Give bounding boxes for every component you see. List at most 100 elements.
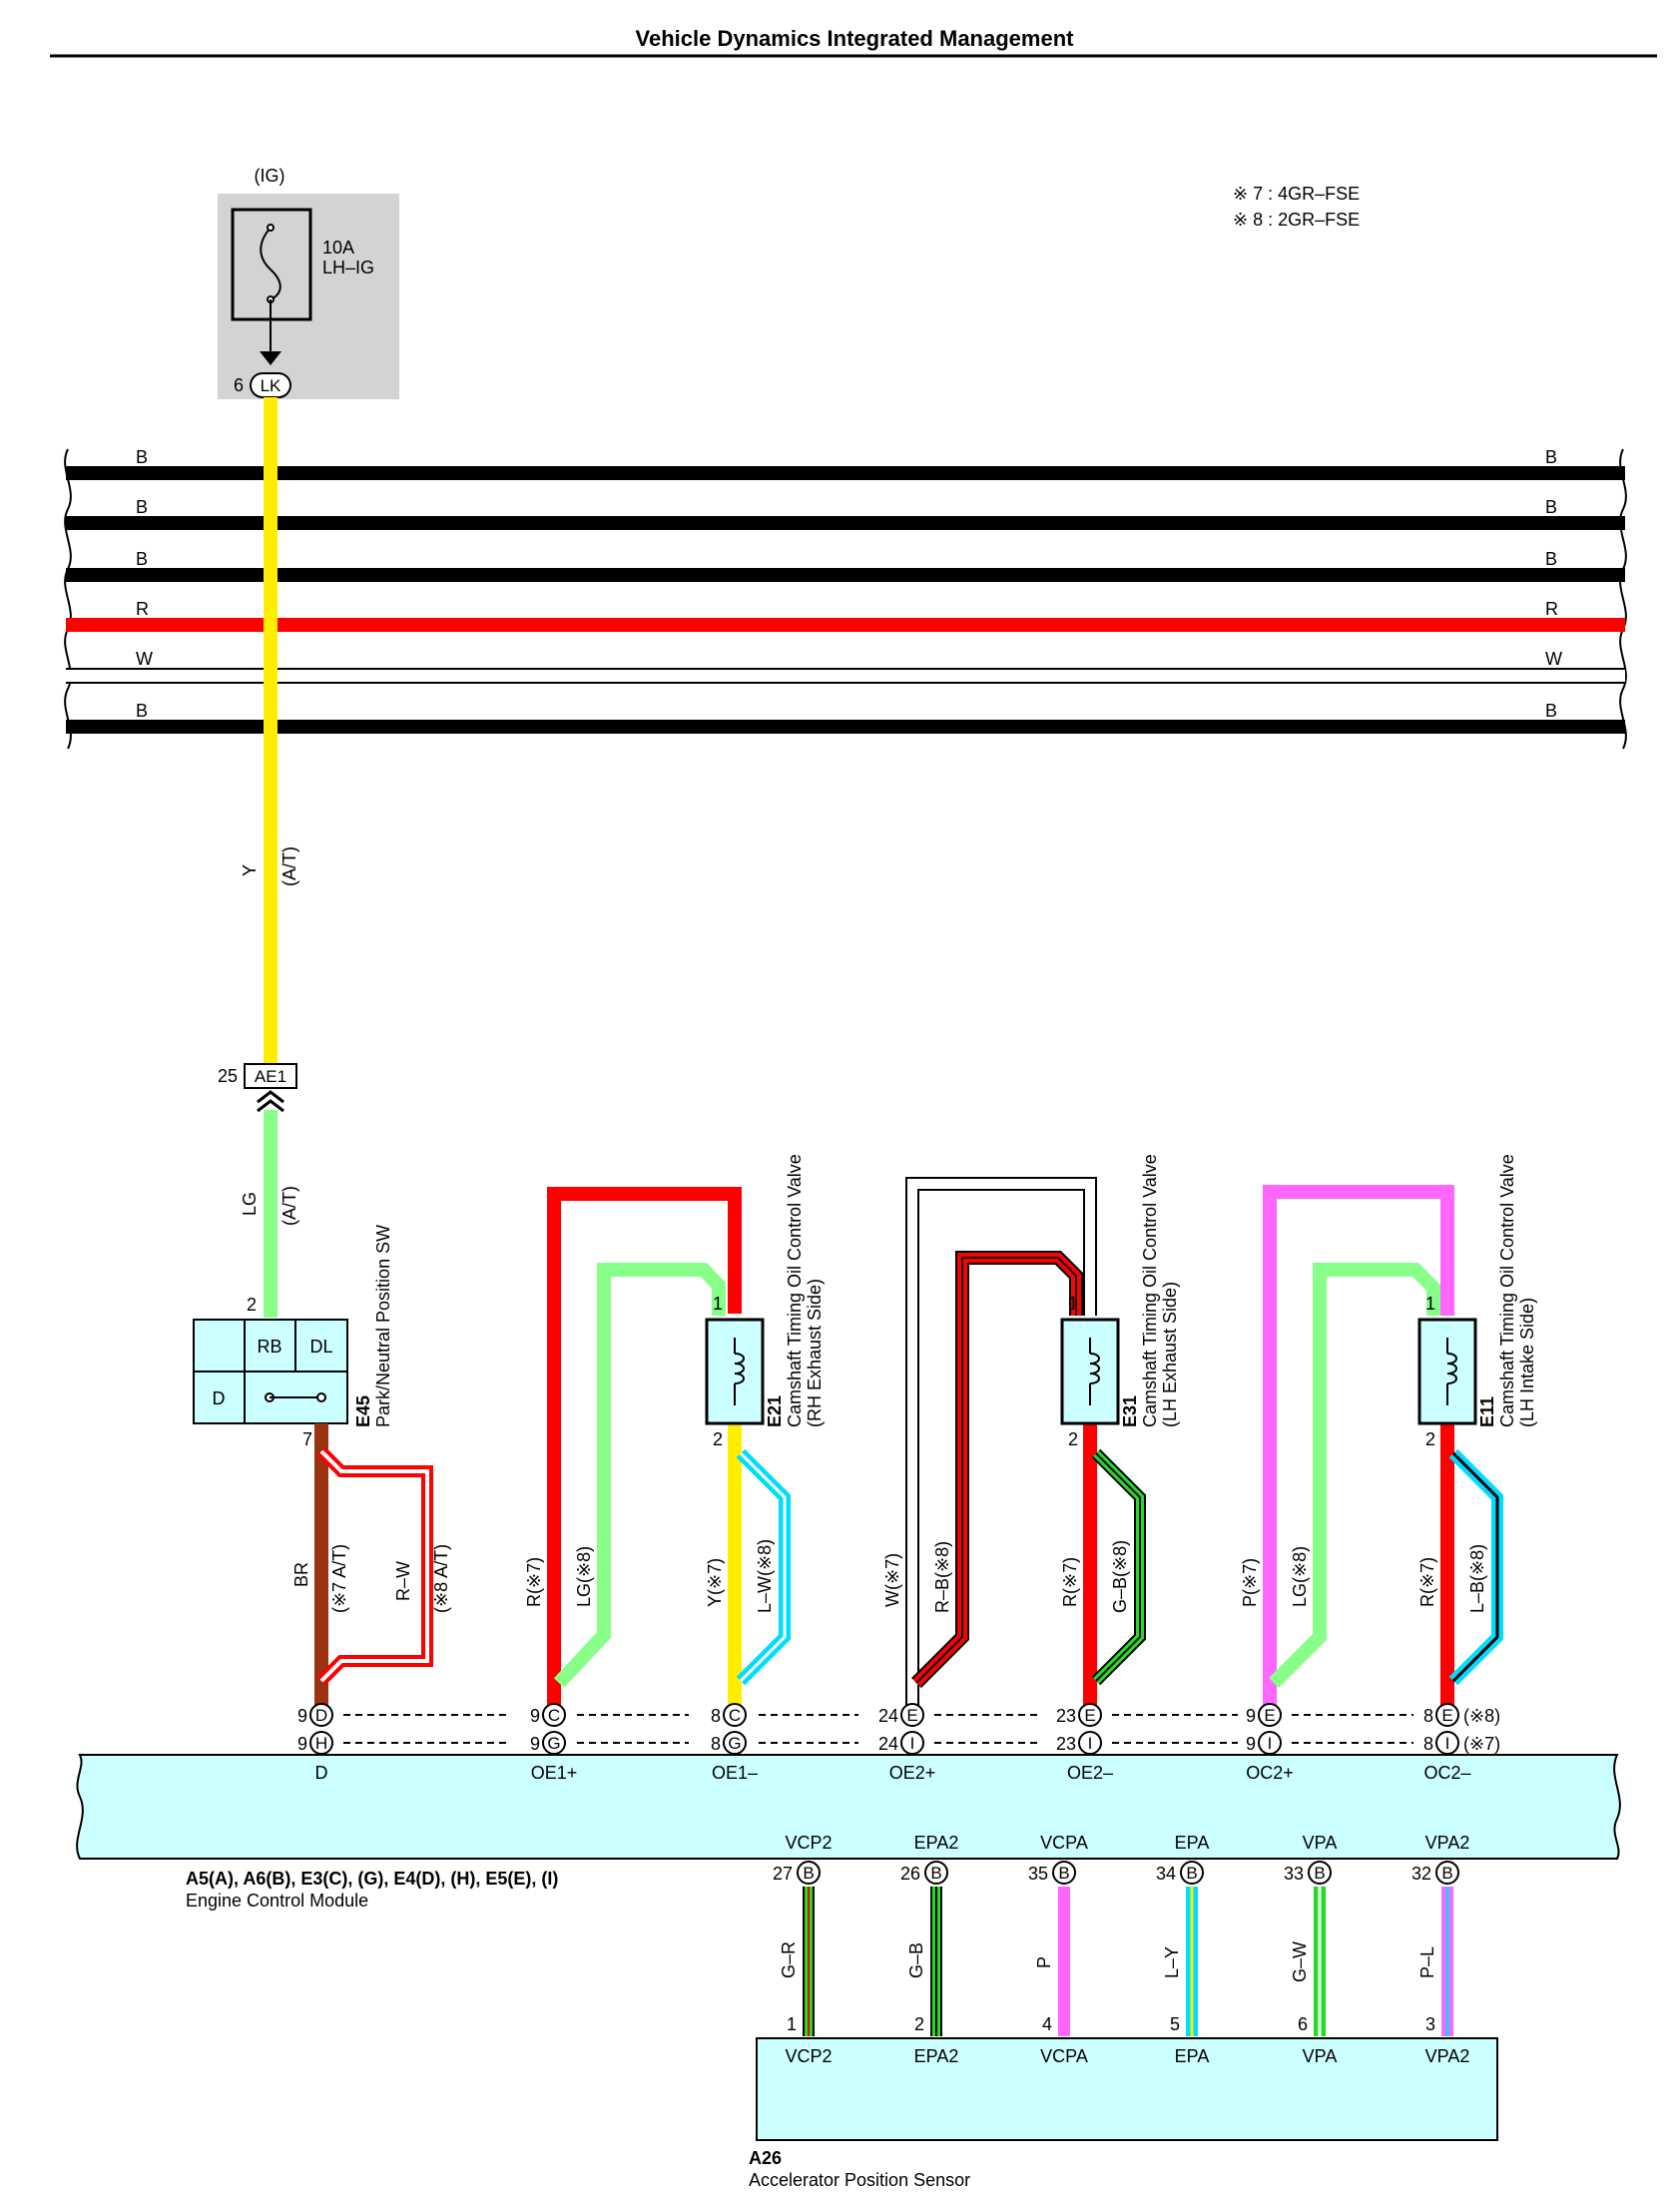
wire-label: Y(※7): [705, 1558, 725, 1607]
ecm-pin: 8 G: [711, 1731, 747, 1755]
ecm-pin-row2-note: (※7): [1463, 1734, 1500, 1754]
br-wire-note: (※7 A/T): [329, 1544, 349, 1613]
coil-icon: [734, 1353, 745, 1384]
ecm-pin: 8 C: [711, 1703, 747, 1727]
ocv-e21-code: E21: [765, 1395, 785, 1427]
ecm-pin: 24 E: [878, 1703, 924, 1727]
ecm-pin: 23 I: [1056, 1731, 1102, 1755]
pin-connector: B: [1314, 1864, 1325, 1883]
pin-number: 9: [1246, 1734, 1256, 1754]
wire-label: L–Y: [1162, 1946, 1182, 1978]
ecm-pin: 9 D: [297, 1703, 333, 1727]
wire-label: R(※7): [1417, 1557, 1437, 1607]
wire-label: LG(※8): [574, 1546, 594, 1607]
pin-number: 8: [711, 1706, 721, 1726]
ecm-terminal-label: OC2+: [1246, 1763, 1294, 1783]
pin-number: 24: [878, 1734, 898, 1754]
aps-terminal: EPA: [1175, 2046, 1210, 2066]
note-8: ※ 8 : 2GR–FSE: [1233, 210, 1360, 230]
ocv-e11-side: (LH Intake Side): [1517, 1298, 1537, 1427]
ecm-pin: 35 B: [1028, 1861, 1076, 1885]
pin-number: 2: [914, 2014, 924, 2034]
wire-label: R–B(※8): [932, 1541, 952, 1613]
ecm-terminal-label: OE1+: [531, 1763, 578, 1783]
pin-number: 24: [878, 1706, 898, 1726]
connector-lk-pin: 6: [234, 375, 244, 395]
ecm-aps-terminal: EPA2: [914, 1833, 959, 1853]
bus-wire-3-label-right: B: [1545, 549, 1557, 569]
ecm-terminal-label: OC2–: [1423, 1763, 1470, 1783]
ocv-e21-pin2: 2: [713, 1429, 723, 1449]
pn-switch: 2 RB DL D 7 E45 Park/Neutral Position SW: [193, 1225, 393, 1449]
aps-wire-labels: G–R G–B P L–Y G–W P–L 1 2 4 5 6 3: [779, 1941, 1437, 2034]
ecm-pin: 23 E: [1056, 1703, 1102, 1727]
pin-number: 5: [1170, 2014, 1180, 2034]
pin-connector: C: [548, 1706, 560, 1725]
ocv-e21: 1 2 E21 Camshaft Timing Oil Control Valv…: [705, 1154, 825, 1449]
lg-wire-note: (A/T): [280, 1186, 299, 1226]
connector-lk-label: LK: [261, 376, 281, 395]
bus-wire-1-label-right: B: [1545, 447, 1557, 467]
coil-icon: [1446, 1353, 1457, 1384]
pin-connector: H: [315, 1734, 327, 1753]
ecm-pin-row1: 9 D 9 C 8 C 24 E 23 E 9 E: [297, 1703, 1500, 1727]
arrow-down-icon: [260, 351, 281, 365]
pin-connector: B: [1441, 1864, 1452, 1883]
pin-number: 34: [1156, 1864, 1176, 1884]
aps-terminal: VPA2: [1425, 2046, 1470, 2066]
lg-wire-color: LG: [240, 1192, 260, 1216]
feed-wire-note: (A/T): [280, 846, 299, 886]
aps-body: [756, 2037, 1498, 2141]
ecm-pin: 9 G: [530, 1731, 566, 1755]
pin-number: 9: [297, 1706, 307, 1726]
bus-right-break: [1619, 448, 1627, 750]
junction-pin: 25: [218, 1066, 238, 1086]
ocv-e31-name: Camshaft Timing Oil Control Valve: [1140, 1154, 1160, 1427]
pin-number: 8: [1423, 1706, 1433, 1726]
pin-number: 33: [1284, 1864, 1304, 1884]
bus-wire-2-label-right: B: [1545, 497, 1557, 517]
pin-number: 9: [530, 1734, 540, 1754]
ocv-e21-wiring: [547, 1187, 791, 1709]
ecm-pin: 9 I: [1246, 1731, 1282, 1755]
ecm-aps-terminal: VPA2: [1425, 1833, 1470, 1853]
pn-cell-dl: DL: [309, 1337, 332, 1357]
ocv-e31-pin1: 1: [1068, 1294, 1078, 1314]
wire-label: G–B(※8): [1110, 1540, 1130, 1613]
bus-wire-4-label-left: R: [136, 599, 149, 619]
ecm-pin: 33 B: [1284, 1861, 1332, 1885]
ecm-pin: 9 C: [530, 1703, 566, 1727]
page-title: Vehicle Dynamics Integrated Management: [636, 26, 1075, 51]
ecm-pin: 34 B: [1156, 1861, 1204, 1885]
ecm-aps-terminal: VCP2: [785, 1833, 832, 1853]
ecm-pin-row1-note: (※8): [1463, 1706, 1500, 1726]
ecm-pin: 24 I: [878, 1731, 924, 1755]
pin-number: 9: [1246, 1706, 1256, 1726]
wire-label: P–L: [1417, 1946, 1437, 1978]
pn-pin-top: 2: [247, 1295, 257, 1315]
bus-wire-3-label-left: B: [136, 549, 148, 569]
bus-wire-6-label-left: B: [136, 701, 148, 721]
fuse-shaded-area: [218, 194, 399, 399]
pn-cell-rb: RB: [257, 1337, 281, 1357]
fuse-supply-label: (IG): [255, 166, 285, 186]
ecm-codes: A5(A), A6(B), E3(C), (G), E4(D), (H), E5…: [186, 1869, 558, 1889]
bus-left-break: [64, 448, 72, 750]
pin-connector: I: [1088, 1734, 1093, 1753]
wire-label: P(※7): [1240, 1558, 1260, 1607]
aps-terminal: VPA: [1303, 2046, 1338, 2066]
pin-number: 9: [297, 1734, 307, 1754]
ecm-pin: 27 B: [773, 1861, 821, 1885]
pin-number: 23: [1056, 1734, 1076, 1754]
ecm-pin: 8 I: [1423, 1731, 1459, 1755]
ocv-e11-wiring: [1263, 1185, 1503, 1709]
wire-label: G–B: [906, 1942, 926, 1978]
wire-label: LG(※8): [1290, 1546, 1310, 1607]
pin-connector: B: [803, 1864, 814, 1883]
bus-wire-5-label-right: W: [1545, 649, 1562, 669]
ocv-e31-side: (LH Exhaust Side): [1160, 1282, 1180, 1427]
pin-connector: B: [930, 1864, 941, 1883]
pn-name: Park/Neutral Position SW: [373, 1225, 393, 1427]
pin-connector: C: [729, 1706, 741, 1725]
